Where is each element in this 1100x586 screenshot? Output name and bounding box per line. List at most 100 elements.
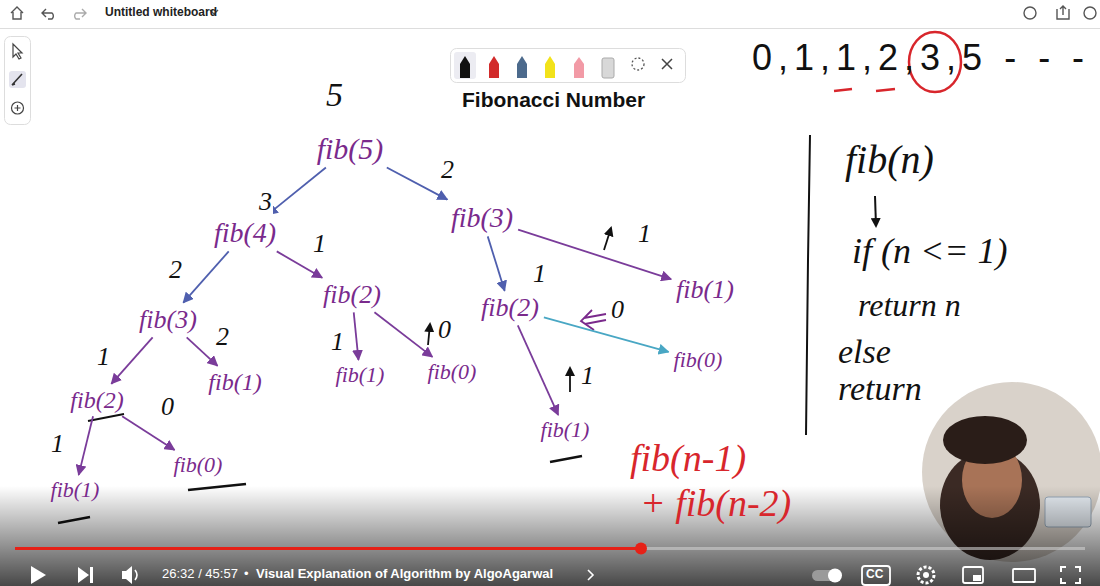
- pen-tool-icon: [12, 74, 22, 85]
- code-line: fib(n): [845, 138, 934, 182]
- sequence: 0,1,1,2,3,5 - - -: [752, 38, 1090, 78]
- title: Fibonacci Number: [462, 88, 645, 111]
- return-value: 1: [580, 362, 595, 391]
- return-value: 1: [50, 430, 65, 459]
- return-value: 1: [532, 260, 547, 289]
- fib-call: fib(1): [539, 418, 592, 442]
- call-text: fib(0): [428, 360, 477, 384]
- home-icon: [11, 7, 23, 19]
- call-arrow: [183, 251, 228, 302]
- call-text: fib(1): [51, 478, 100, 502]
- black-pen: [460, 56, 470, 78]
- fib-call: fib(2): [479, 294, 541, 323]
- video-time: 26:32 / 45:57: [162, 567, 238, 581]
- return-value: 3: [258, 188, 273, 217]
- call-text: fib(1): [541, 418, 590, 442]
- code-line: return: [838, 370, 922, 407]
- underline: [876, 89, 895, 91]
- fib-call: fib(0): [426, 360, 479, 384]
- result-value: 5: [326, 76, 343, 113]
- return-value: 0: [610, 296, 625, 325]
- return-arrow: [569, 368, 571, 392]
- pen-toolbar: [451, 49, 686, 83]
- call-arrow: [518, 325, 558, 415]
- theater-icon: [1013, 569, 1035, 582]
- divider-line: [806, 135, 810, 435]
- close-icon: [662, 59, 672, 69]
- call-arrow: [387, 168, 448, 200]
- settings-gear-hub: [923, 572, 929, 578]
- return-value: 1: [312, 230, 327, 259]
- return-value: 0: [437, 316, 452, 345]
- add-tool-plus: [15, 105, 21, 111]
- autoplay-knob: [828, 569, 842, 583]
- fib-call: fib(2): [321, 281, 383, 310]
- call-arrow: [111, 337, 152, 384]
- fib-call: fib(5): [315, 132, 386, 165]
- tool-panel: [5, 37, 31, 125]
- video-title: Visual Explanation of Algorithm by AlgoA…: [256, 567, 553, 581]
- call-text: fib(1): [676, 276, 734, 305]
- progress-track: [15, 547, 1085, 550]
- volume-icon: [122, 566, 132, 584]
- fib-call: fib(2): [68, 387, 125, 413]
- fib-call: fib(4): [212, 218, 278, 249]
- return-value: 2: [440, 156, 455, 185]
- progress-played: [15, 547, 640, 550]
- captions-label: CC: [866, 568, 883, 581]
- eraser: [574, 57, 584, 78]
- call-text: fib(0): [674, 348, 723, 372]
- lasso-icon: [632, 58, 644, 70]
- separator: •: [244, 567, 249, 581]
- call-text: fib(3): [451, 203, 513, 234]
- fib-call: fib(3): [137, 306, 199, 335]
- fib-call: fib(0): [172, 453, 225, 477]
- code-line: fib(n-1): [630, 438, 746, 480]
- return-arrow: [581, 310, 606, 330]
- underline: [550, 456, 582, 462]
- miniplayer-inner: [973, 575, 981, 581]
- call-arrow: [79, 416, 93, 475]
- red-pen: [489, 56, 499, 78]
- call-arrow: [354, 312, 359, 360]
- return-value: 1: [96, 343, 111, 372]
- undo-icon: [42, 9, 53, 19]
- call-text: fib(2): [323, 281, 381, 310]
- presenter-hair: [943, 416, 1027, 464]
- miniplayer-icon: [963, 567, 983, 583]
- progress-handle: [635, 543, 647, 555]
- call-text: fib(4): [214, 218, 276, 249]
- volume-wave: [135, 570, 137, 580]
- call-arrow: [268, 168, 326, 215]
- top-bar-border: [0, 28, 1100, 29]
- call-arrow: [488, 236, 505, 290]
- return-value: 1: [637, 220, 652, 249]
- call-arrow: [374, 312, 432, 357]
- call-arrow: [187, 337, 218, 366]
- top-bar: [0, 0, 1100, 28]
- call-text: fib(2): [70, 387, 123, 413]
- return-value: 0: [160, 393, 175, 422]
- yellow-highlighter: [545, 56, 555, 78]
- redo-icon: [75, 9, 86, 19]
- play-icon: [31, 566, 46, 584]
- fib-call: fib(1): [49, 478, 102, 502]
- fib-call: fib(3): [449, 203, 515, 234]
- code-line: if (n <= 1): [852, 232, 1008, 272]
- fib-call: fib(1): [674, 276, 736, 305]
- underline: [834, 89, 852, 91]
- return-value: 1: [330, 328, 345, 357]
- blue-pen: [517, 56, 527, 78]
- pen-tool-bg: [9, 71, 26, 88]
- captions-box: [862, 566, 890, 585]
- call-text: fib(1): [336, 363, 385, 387]
- return-value: 2: [168, 256, 183, 285]
- timer-icon: [1024, 7, 1036, 19]
- title-chevron: [588, 570, 593, 580]
- fib-call: fib(0): [672, 348, 725, 372]
- call-text: fib(1): [208, 369, 261, 395]
- ruler: [602, 58, 614, 78]
- next-icon: [78, 567, 93, 583]
- fullscreen-icon: [1061, 567, 1080, 583]
